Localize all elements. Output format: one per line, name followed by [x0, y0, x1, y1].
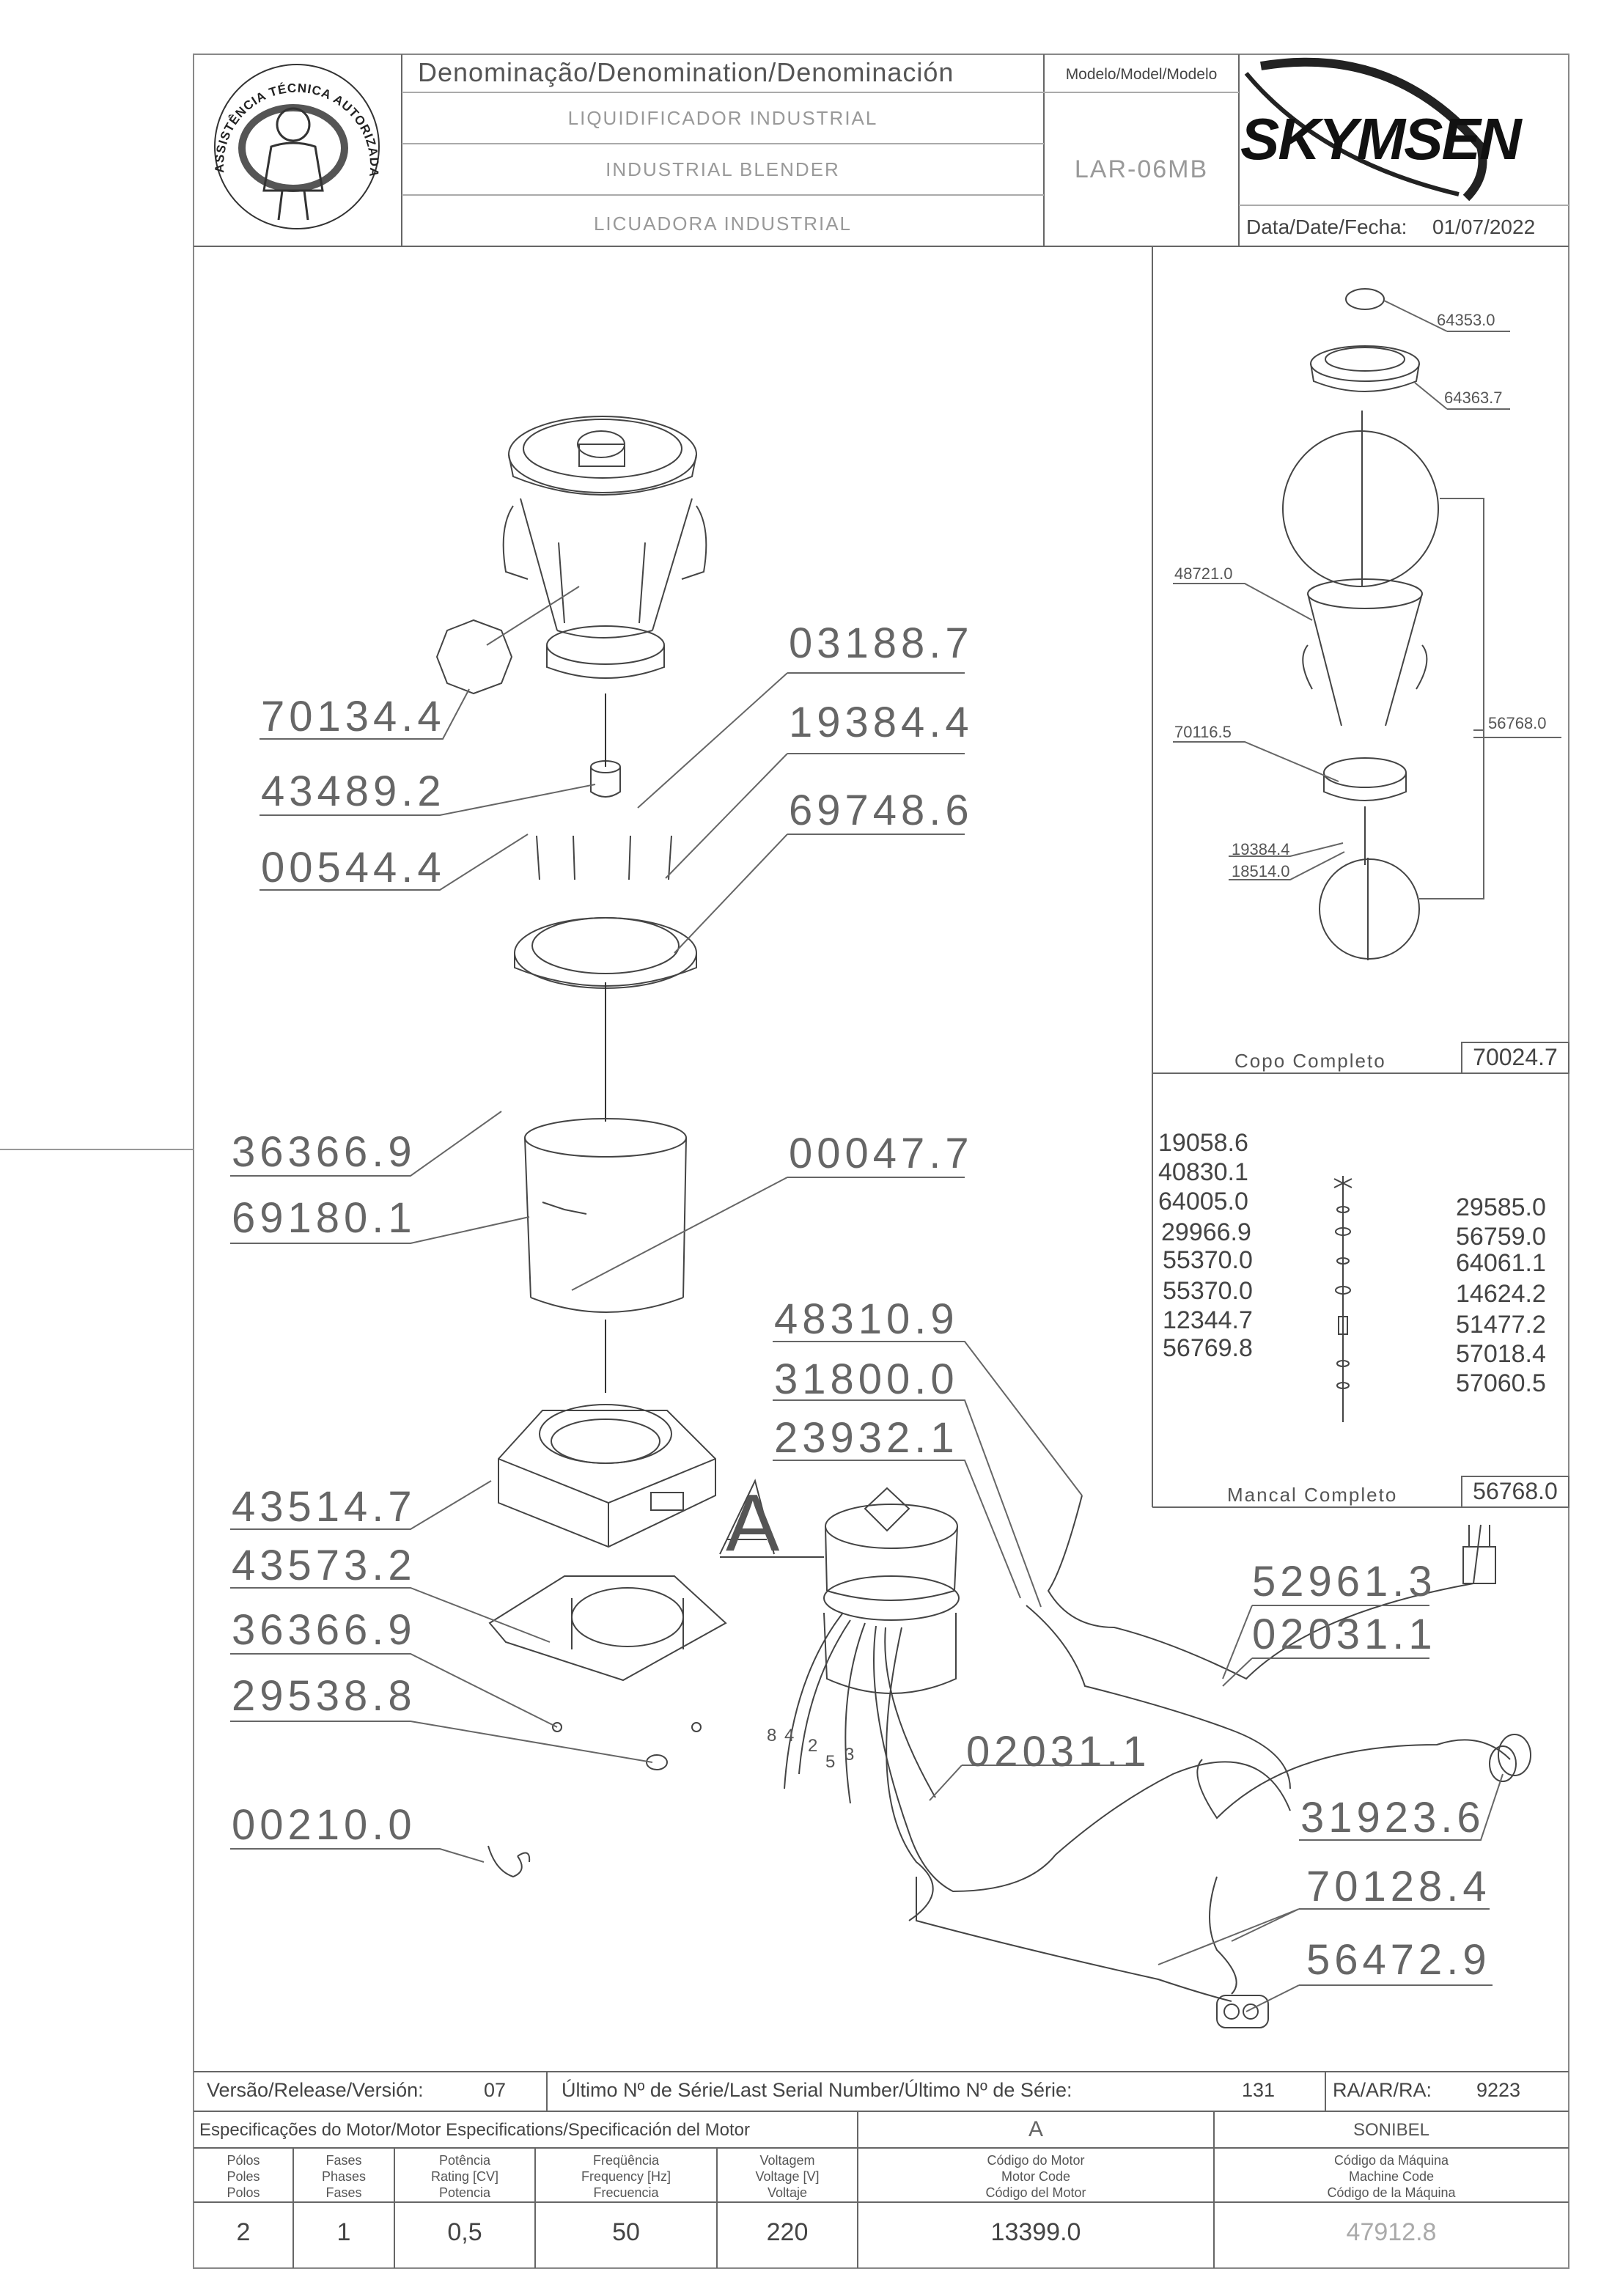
bearing-right-code: 64061.1 — [1456, 1249, 1546, 1277]
ra-value: 9223 — [1476, 2079, 1521, 2101]
value-motor-code: 13399.0 — [990, 2218, 1081, 2246]
value-rating: 0,5 — [447, 2218, 482, 2246]
bearing-left-code: 19058.6 — [1158, 1129, 1248, 1157]
bearing-right-code: 51477.2 — [1456, 1311, 1546, 1339]
name-en: INDUSTRIAL BLENDER — [606, 158, 840, 180]
date-label: Data/Date/Fecha: — [1246, 216, 1407, 238]
col-header-poles: Pólos Poles Polos — [227, 2153, 260, 2200]
cup-callout: 19384.4 — [1232, 840, 1290, 858]
wire-number: 8 — [767, 1726, 777, 1745]
bearing-code: 56768.0 — [1473, 1478, 1558, 1504]
name-es: LICUADORA INDUSTRIAL — [593, 213, 853, 235]
authorized-service-badge — [214, 64, 380, 229]
bearing-right-code: 14624.2 — [1456, 1280, 1546, 1308]
callout-70128: 70128.4 — [1306, 1863, 1491, 1910]
callout-36366-a: 36366.9 — [232, 1128, 416, 1176]
bearing-left-code: 64005.0 — [1158, 1188, 1248, 1215]
bearing-right-code: 57060.5 — [1456, 1369, 1546, 1397]
callout-19384: 19384.4 — [789, 699, 974, 746]
wire-number: 5 — [825, 1752, 836, 1772]
bearing-left-code: 29966.9 — [1161, 1218, 1251, 1246]
motor-spec-value: A — [1028, 2117, 1043, 2141]
wire-number: 3 — [844, 1745, 855, 1765]
serial-label: Último Nº de Série/Last Serial Number/Úl… — [562, 2079, 1072, 2101]
denomination-title: Denominação/Denomination/Denominación — [418, 57, 954, 87]
bearing-left-code: 56769.8 — [1163, 1334, 1253, 1362]
cup-code: 70024.7 — [1473, 1044, 1558, 1070]
callout-housing: 43514.7 — [232, 1483, 416, 1531]
bearing-left-code: 55370.0 — [1163, 1246, 1253, 1274]
callout-52961: 52961.3 — [1252, 1558, 1437, 1605]
ra-label: RA/AR/RA: — [1333, 2079, 1432, 2101]
callout-foot: 29538.8 — [232, 1672, 416, 1720]
col-header-motor-code: Código do Motor Motor Code Código del Mo… — [985, 2153, 1086, 2200]
bearing-right-code: 56759.0 — [1456, 1223, 1546, 1251]
callout-gland: 31923.6 — [1300, 1794, 1485, 1841]
value-frequency: 50 — [612, 2218, 640, 2246]
bearing-left-code: 55370.0 — [1163, 1277, 1253, 1305]
value-machine-code: 47912.8 — [1346, 2218, 1437, 2246]
callout-cover: 69180.1 — [232, 1194, 416, 1242]
callout-31800: 31800.0 — [774, 1355, 959, 1403]
callout-switch: 56472.9 — [1306, 1936, 1491, 1984]
value-poles: 2 — [236, 2218, 251, 2246]
cup-callout: 70116.5 — [1174, 723, 1232, 741]
callout-36366-b: 36366.9 — [232, 1606, 416, 1654]
callout-48310: 48310.9 — [774, 1295, 959, 1343]
motor-spec-label: Especificações do Motor/Motor Especifica… — [199, 2120, 751, 2140]
col-header-voltage: Voltagem Voltage [V] Voltaje — [755, 2153, 820, 2200]
cup-caption: Copo Completo — [1234, 1050, 1386, 1072]
bearing-caption: Mancal Completo — [1227, 1484, 1398, 1506]
cup-callout: 64353.0 — [1437, 311, 1495, 329]
callout-02031-b: 02031.1 — [966, 1728, 1151, 1776]
serial-value: 131 — [1242, 2079, 1276, 2101]
cup-callout: 56768.0 — [1488, 714, 1547, 732]
bearing-right-code: 29585.0 — [1456, 1193, 1546, 1221]
cup-callout: 18514.0 — [1232, 862, 1290, 880]
model-title: Modelo/Model/Modelo — [1065, 66, 1218, 83]
date-value: 01/07/2022 — [1432, 216, 1536, 238]
callout-screws: 00544.4 — [261, 844, 446, 891]
version-label: Versão/Release/Versión: — [207, 2079, 424, 2101]
cup-callout: 48721.0 — [1174, 564, 1233, 583]
bearing-right-code: 57018.4 — [1456, 1340, 1546, 1368]
callout-label: 00047.7 — [789, 1130, 974, 1177]
callout-03188: 03188.7 — [789, 619, 974, 667]
bearing-left-code: 40830.1 — [1158, 1158, 1248, 1186]
wire-number: 2 — [808, 1736, 818, 1756]
callout-02031-a: 02031.1 — [1252, 1611, 1437, 1658]
callout-23932: 23932.1 — [774, 1414, 959, 1462]
detail-label: A — [726, 1478, 780, 1568]
version-value: 07 — [484, 2079, 507, 2101]
callout-coupling: 43489.2 — [261, 768, 446, 815]
brand-logo: SKYMSEN — [1240, 106, 1522, 172]
model-value: LAR-06MB — [1074, 155, 1209, 183]
value-voltage: 220 — [766, 2218, 809, 2246]
name-pt: LIQUIDIFICADOR INDUSTRIAL — [567, 107, 878, 129]
col-header-frequency: Freqüência Frequency [Hz] Frecuencia — [581, 2153, 671, 2200]
col-header-phases: Fases Phases Fases — [321, 2153, 367, 2200]
cup-callout: 64363.7 — [1444, 389, 1503, 407]
col-header-rating: Potência Rating [CV] Potencia — [430, 2153, 499, 2200]
bearing-left-code: 12344.7 — [1163, 1306, 1253, 1334]
value-phases: 1 — [336, 2218, 351, 2246]
motor-maker: SONIBEL — [1352, 2120, 1430, 2140]
callout-flange: 69748.6 — [789, 787, 974, 834]
col-header-machine-code: Código da Máquina Machine Code Código de… — [1327, 2153, 1456, 2200]
callout-plate: 43573.2 — [232, 1542, 416, 1589]
callout-jar: 70134.4 — [261, 693, 446, 740]
wire-number: 4 — [784, 1726, 795, 1745]
callout-clip: 00210.0 — [232, 1801, 416, 1849]
